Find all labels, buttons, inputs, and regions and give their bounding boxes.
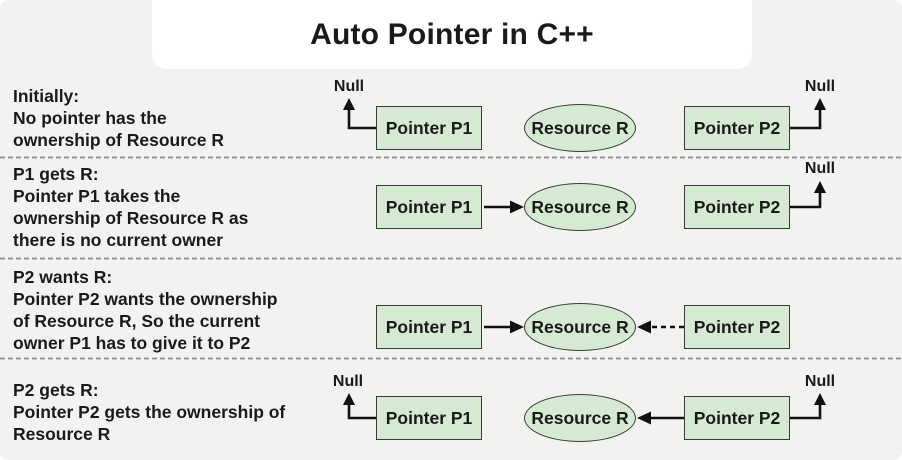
step-line: P1 gets R: [13,164,99,184]
resource-r-node: Resource R [524,183,636,231]
step-line: No pointer has the [13,108,167,128]
step-line: Initially: [13,86,80,106]
pointer-p2-node: Pointer P2 [684,106,790,150]
up-arrowhead-icon [814,181,826,193]
null-arrow-p2-row1 [790,98,826,130]
step-description-p1-gets-r: P1 gets R: Pointer P1 takes the ownershi… [13,163,353,251]
pointer-p1-node: Pointer P1 [376,106,482,150]
resource-r-node: Resource R [524,394,636,442]
step-line: there is no current owner [13,230,224,250]
left-arrowhead-icon [637,320,651,334]
step-description-p2-gets-r: P2 gets R: Pointer P2 gets the ownership… [13,379,353,445]
pointer-p1-node: Pointer P1 [376,396,482,440]
ownership-arrow-p1-row2 [484,200,524,214]
resource-r-node: Resource R [524,104,636,152]
null-arrow-p2-row2 [790,181,826,209]
null-label: Null [804,373,836,390]
null-label: Null [332,373,364,390]
pointer-p2-node: Pointer P2 [684,185,790,229]
null-arrow-p2-row4 [790,393,826,420]
step-line: Pointer P1 takes the [13,186,181,206]
step-line: owner P1 has to give it to P2 [13,333,251,353]
right-arrowhead-icon [510,200,524,214]
up-arrowhead-icon [814,393,826,405]
null-label: Null [804,160,836,177]
null-label: Null [804,78,836,95]
step-line: Resource R [13,424,111,444]
step-description-initially: Initially: No pointer has the ownership … [13,85,353,151]
title-box: Auto Pointer in C++ [152,0,752,69]
step-line: of Resource R, So the current [13,311,260,331]
pointer-p1-node: Pointer P1 [376,305,482,349]
step-line: ownership of Resource R [13,130,225,150]
step-line: P2 wants R: [13,267,113,287]
step-line: Pointer P2 wants the ownership [13,289,278,309]
ownership-arrow-p2-row4 [637,411,684,425]
pointer-p1-node: Pointer P1 [376,185,482,229]
page-title: Auto Pointer in C++ [310,17,594,51]
step-line: P2 gets R: [13,380,99,400]
step-description-p2-wants-r: P2 wants R: Pointer P2 wants the ownersh… [13,266,353,354]
ownership-arrow-p1-row3 [484,320,524,334]
left-arrowhead-icon [637,411,651,425]
up-arrowhead-icon [814,98,826,110]
step-line: ownership of Resource R as [13,208,249,228]
right-arrowhead-icon [510,320,524,334]
pointer-p2-node: Pointer P2 [684,305,790,349]
null-label: Null [333,78,365,95]
pointer-p2-node: Pointer P2 [684,396,790,440]
step-line: Pointer P2 gets the ownership of [13,402,286,422]
resource-r-node: Resource R [524,303,636,351]
request-arrow-p2-row3 [637,320,684,334]
